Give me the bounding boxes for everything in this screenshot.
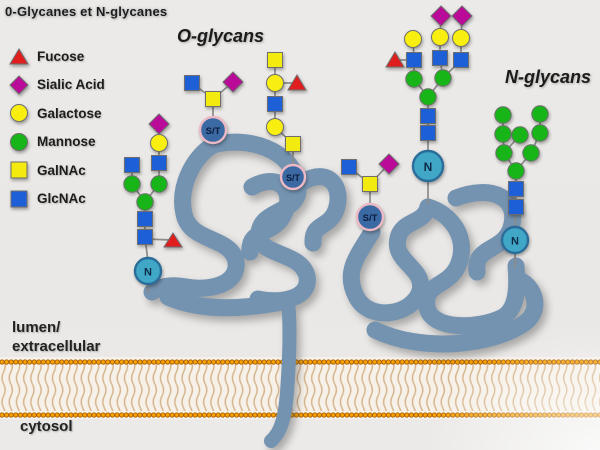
- st-site-label: S/T: [286, 173, 301, 183]
- glcnac-icon: [508, 199, 524, 215]
- protein-loop: [143, 136, 245, 301]
- protein-loop: [159, 288, 297, 317]
- glcnac-icon: [151, 155, 167, 171]
- attachment-sites: S/T S/T S/T N N N: [133, 115, 530, 286]
- legend-label: Sialic Acid: [37, 77, 105, 92]
- asparagine-site: [500, 225, 530, 255]
- n-glycans-label: N-glycans: [504, 67, 592, 87]
- mannose-icon: [522, 144, 540, 162]
- glcnac-icon: [137, 211, 153, 227]
- legend-label: Fucose: [37, 48, 85, 64]
- lipid-bilayer: [0, 357, 600, 419]
- mannose-icon: [507, 162, 525, 180]
- protein-loop: [418, 198, 526, 335]
- legend-label: GlcNAc: [37, 191, 86, 206]
- lipid-tails: [0, 364, 600, 411]
- galactose-icon: [452, 29, 470, 47]
- glcnac-icon: [508, 181, 524, 197]
- mannose-icon: [531, 105, 549, 123]
- asparagine-site: [133, 256, 163, 286]
- sialic-acid-icon: [148, 113, 170, 135]
- glycan-shapes: [123, 5, 549, 248]
- galactose-icon: [266, 118, 284, 136]
- mannose-icon: [136, 193, 154, 211]
- st-site-label: S/T: [363, 213, 378, 224]
- page-title: 0-Glycanes et N-glycanes: [5, 4, 168, 19]
- galactose-icon: [404, 30, 422, 48]
- galnac-icon: [362, 176, 378, 192]
- n-site-label: N: [144, 267, 152, 279]
- sialic-acid-icon: [451, 5, 473, 27]
- galactose-icon: [150, 134, 168, 152]
- glcnac-icon: [267, 96, 283, 112]
- n-site-label: N: [424, 160, 433, 174]
- mannose-icon: [531, 124, 549, 142]
- serine-threonine-site: [355, 202, 385, 232]
- mannose-icon: [405, 70, 423, 88]
- mannose-icon: [123, 175, 141, 193]
- glcnac-icon: [420, 125, 436, 141]
- mannose-icon: [419, 88, 437, 106]
- legend-item-galnac: GalNAc: [8, 160, 105, 180]
- sialic-acid-icon: [430, 5, 452, 27]
- protein-loop: [366, 271, 544, 353]
- protein-loop: [342, 198, 437, 322]
- galnac-icon: [267, 52, 283, 68]
- sialic-acid-icon: [9, 74, 29, 95]
- lumen-label-line1: lumen/: [12, 319, 61, 336]
- mannose-icon: [150, 175, 168, 193]
- glcnac-icon: [406, 52, 422, 68]
- sialic-acid-icon: [378, 153, 400, 175]
- mannose-icon: [495, 144, 513, 162]
- galnac-icon: [205, 91, 221, 107]
- mannose-icon: [511, 126, 529, 144]
- o-glycans-label: O-glycans: [176, 26, 265, 46]
- galnac-icon: [285, 136, 301, 152]
- n-site-label: N: [511, 236, 519, 248]
- legend-item-mannose: Mannose: [8, 132, 105, 152]
- glcnac-icon: [341, 159, 357, 175]
- st-site-label: S/T: [206, 126, 221, 137]
- fucose-icon: [287, 74, 307, 91]
- legend-item-fucose: Fucose: [8, 46, 105, 66]
- sialic-acid-icon: [222, 71, 244, 93]
- fucose-icon: [9, 48, 29, 65]
- galactose-icon: [431, 28, 449, 46]
- legend-label: Galactose: [37, 105, 102, 121]
- fucose-icon: [163, 232, 183, 248]
- legend-item-glcnac: GlcNAc: [8, 189, 105, 209]
- mannose-icon: [434, 69, 452, 87]
- left-protein-ribbon: [143, 133, 347, 448]
- galnac-icon: [10, 161, 28, 179]
- legend-item-sialic-acid: Sialic Acid: [8, 74, 105, 95]
- lumen-extracellular-label: lumen/ extracellular: [12, 318, 100, 356]
- mannose-icon: [494, 106, 512, 124]
- glcnac-icon: [10, 190, 28, 207]
- glcnac-icon: [137, 229, 153, 245]
- serine-threonine-site: [279, 163, 307, 191]
- serine-threonine-site: [198, 115, 228, 145]
- mannose-icon: [494, 125, 512, 143]
- legend-label: Mannose: [37, 134, 96, 149]
- transmembrane-tail: [264, 294, 297, 448]
- legend: Fucose Sialic Acid Galactose Mannose Gal…: [8, 46, 105, 217]
- galactose-icon: [266, 74, 284, 92]
- glcnac-icon: [453, 52, 469, 68]
- lumen-label-line2: extracellular: [12, 338, 101, 355]
- galactose-icon: [10, 104, 28, 122]
- cytosol-label: cytosol: [20, 418, 73, 435]
- asparagine-site: [411, 149, 445, 183]
- glcnac-icon: [124, 157, 140, 173]
- legend-item-galactose: Galactose: [8, 103, 105, 123]
- protein-loop: [294, 168, 347, 252]
- mannose-icon: [10, 132, 28, 151]
- glcnac-icon: [432, 50, 448, 66]
- fucose-icon: [385, 51, 405, 68]
- protein-loop: [241, 173, 297, 261]
- legend-label: GalNAc: [37, 162, 86, 178]
- glcnac-icon: [184, 75, 200, 91]
- glcnac-icon: [420, 108, 436, 124]
